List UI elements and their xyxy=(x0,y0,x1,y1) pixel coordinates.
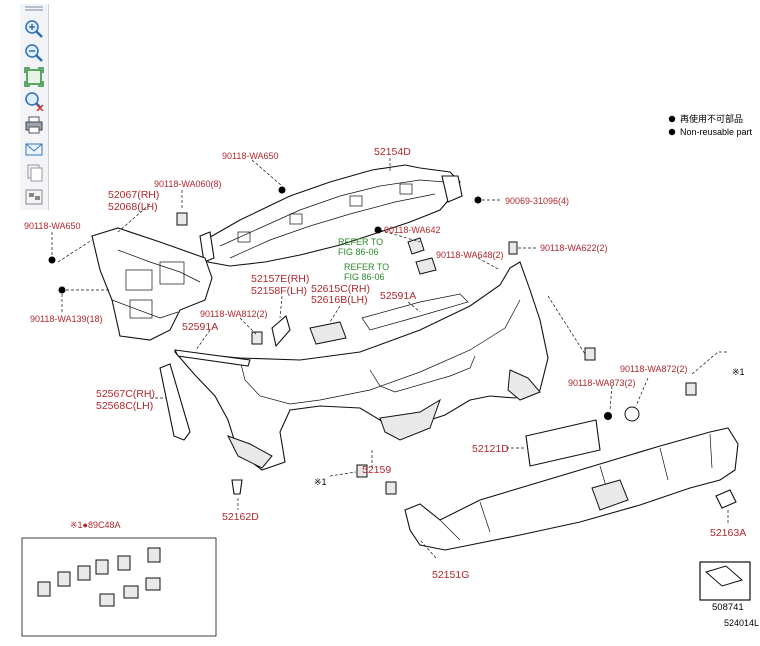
copy-icon xyxy=(27,164,43,182)
label-52163a[interactable]: 52163A xyxy=(710,527,746,539)
label-fig-86-06-2[interactable]: FIG 86-06 xyxy=(344,272,385,282)
label-90118-wa812[interactable]: 90118-WA812(2) xyxy=(200,309,268,319)
label-52121d[interactable]: 52121D xyxy=(472,443,509,455)
label-90118-wa060[interactable]: 90118-WA060(8) xyxy=(154,179,222,189)
part-52067-drawing xyxy=(91,227,213,341)
label-90118-wa622[interactable]: 90118-WA622(2) xyxy=(540,243,608,253)
label-90118-wa650-left[interactable]: 90118-WA650 xyxy=(24,221,81,231)
label-52567c[interactable]: 52567C(RH) xyxy=(96,388,155,400)
kit-89c48a-box xyxy=(21,537,217,637)
part-52151g-drawing xyxy=(404,427,739,551)
label-refer-to-2[interactable]: REFER TO xyxy=(344,262,389,272)
label-52159[interactable]: 52159 xyxy=(362,464,391,476)
email-button[interactable] xyxy=(22,138,46,160)
zoom-out-button[interactable] xyxy=(22,42,46,64)
legend: 再使用不可部品 Non-reusable part xyxy=(668,113,753,137)
label-52158f[interactable]: 52158F(LH) xyxy=(251,285,307,297)
label-508741[interactable]: 508741 xyxy=(712,602,744,613)
part-52121d-drawing xyxy=(525,419,601,467)
label-52067[interactable]: 52067(RH) xyxy=(108,189,159,201)
label-90118-wa648[interactable]: 90118-WA648(2) xyxy=(436,250,504,260)
label-89c48a[interactable]: ※1●89C48A xyxy=(70,520,121,530)
part-52567c-drawing xyxy=(159,363,191,441)
label-52162d[interactable]: 52162D xyxy=(222,511,259,523)
toolbar-grip[interactable] xyxy=(22,4,46,14)
label-fig-86-06-1[interactable]: FIG 86-06 xyxy=(338,247,379,257)
label-90118-wa139[interactable]: 90118-WA139(18) xyxy=(30,314,103,324)
label-star1-right: ※1 xyxy=(732,367,745,377)
fit-to-window-button[interactable] xyxy=(22,66,46,88)
view-icon xyxy=(25,189,43,205)
label-52568c[interactable]: 52568C(LH) xyxy=(96,400,153,412)
label-52615c[interactable]: 52615C(RH) xyxy=(311,283,370,295)
fasteners xyxy=(48,186,697,495)
zoom-reset-icon xyxy=(25,92,44,111)
label-star1-mid: ※1 xyxy=(314,477,327,487)
zoom-in-icon xyxy=(25,20,43,38)
label-refer-to-1[interactable]: REFER TO xyxy=(338,237,383,247)
label-52616b[interactable]: 52616B(LH) xyxy=(311,294,368,306)
grip-icon xyxy=(25,6,43,11)
toggle-view-button[interactable] xyxy=(22,186,46,208)
legend-dot-icon xyxy=(668,128,676,136)
part-52615c-drawing xyxy=(309,321,347,345)
label-90069-31096[interactable]: 90069-31096(4) xyxy=(505,196,569,206)
printer-icon xyxy=(25,116,43,134)
label-90118-wa873[interactable]: 90118-WA873(2) xyxy=(568,378,636,388)
label-52154d[interactable]: 52154D xyxy=(374,146,411,158)
part-52163a-drawing xyxy=(715,489,737,509)
part-52159-bumper-drawing xyxy=(173,261,549,471)
envelope-icon xyxy=(25,143,43,156)
label-90118-wa642[interactable]: 90118-WA642 xyxy=(384,225,441,235)
label-52151g[interactable]: 52151G xyxy=(432,569,469,581)
copy-button[interactable] xyxy=(22,162,46,184)
label-90118-wa650-top[interactable]: 90118-WA650 xyxy=(222,151,279,161)
zoom-out-icon xyxy=(25,44,43,62)
legend-text-en: Non-reusable part xyxy=(680,127,753,137)
part-52591a-drawing xyxy=(174,349,251,367)
part-52162d-drawing xyxy=(231,479,243,495)
viewer-toolbar xyxy=(20,4,49,210)
figure-badge xyxy=(699,561,751,601)
print-button[interactable] xyxy=(22,114,46,136)
part-52154d-drawing xyxy=(199,164,463,267)
reset-zoom-button[interactable] xyxy=(22,90,46,112)
figure-code: 524014L xyxy=(724,618,759,628)
legend-dot-icon xyxy=(668,115,676,123)
label-52591a-left[interactable]: 52591A xyxy=(182,321,218,333)
label-90118-wa872[interactable]: 90118-WA872(2) xyxy=(620,364,688,374)
label-52068[interactable]: 52068(LH) xyxy=(108,201,158,213)
fit-window-icon xyxy=(24,67,44,87)
part-labels: 90118-WA650 52154D 90118-WA060(8) 52067(… xyxy=(24,146,759,628)
label-52157e[interactable]: 52157E(RH) xyxy=(251,273,309,285)
zoom-in-button[interactable] xyxy=(22,18,46,40)
leader-lines xyxy=(51,158,729,559)
label-52591a-right[interactable]: 52591A xyxy=(380,290,416,302)
legend-text-jp: 再使用不可部品 xyxy=(680,113,743,124)
part-52157e-drawing xyxy=(271,315,291,348)
